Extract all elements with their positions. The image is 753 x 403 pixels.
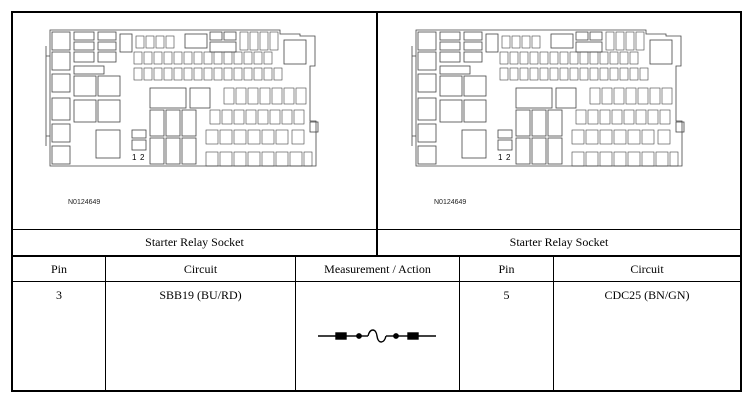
col-rule-2 xyxy=(295,256,296,392)
header-circuit-b: Circuit xyxy=(630,262,664,276)
row-circuit-b: CDC25 (BN/GN) xyxy=(604,288,690,302)
header-circuit-a: Circuit xyxy=(183,262,218,276)
fuse-box-diagram-right: 1 2 xyxy=(411,29,685,167)
row-circuit-a: SBB19 (BU/RD) xyxy=(159,288,242,302)
col-rule-3 xyxy=(459,256,460,392)
diagram-caption-left: Starter Relay Socket xyxy=(145,235,244,249)
diagram-code-left: N0124649 xyxy=(68,199,101,206)
caption-bottom-rule xyxy=(11,255,742,257)
header-pin-b: Pin xyxy=(498,262,515,276)
relay-pin-1-left: 1 xyxy=(132,153,137,162)
fuse-box-diagram-left: 1 2 xyxy=(45,29,319,167)
col-rule-4 xyxy=(553,256,554,392)
diagram-caption-right: Starter Relay Socket xyxy=(509,235,609,249)
diagram-divider xyxy=(376,11,378,256)
relay-pin-1-right: 1 xyxy=(498,153,503,162)
header-measurement: Measurement / Action xyxy=(324,262,431,276)
caption-top-rule xyxy=(11,229,742,230)
row-pin-a: 3 xyxy=(56,288,62,302)
diagram-code-right: N0124649 xyxy=(434,199,467,206)
header-pin-a: Pin xyxy=(50,262,67,276)
header-bottom-rule xyxy=(11,281,742,282)
fuse-icon xyxy=(318,329,436,343)
col-rule-1 xyxy=(105,256,106,392)
row-pin-b: 5 xyxy=(503,288,510,302)
relay-pin-2-left: 2 xyxy=(140,153,145,162)
relay-pin-2-right: 2 xyxy=(506,153,511,162)
